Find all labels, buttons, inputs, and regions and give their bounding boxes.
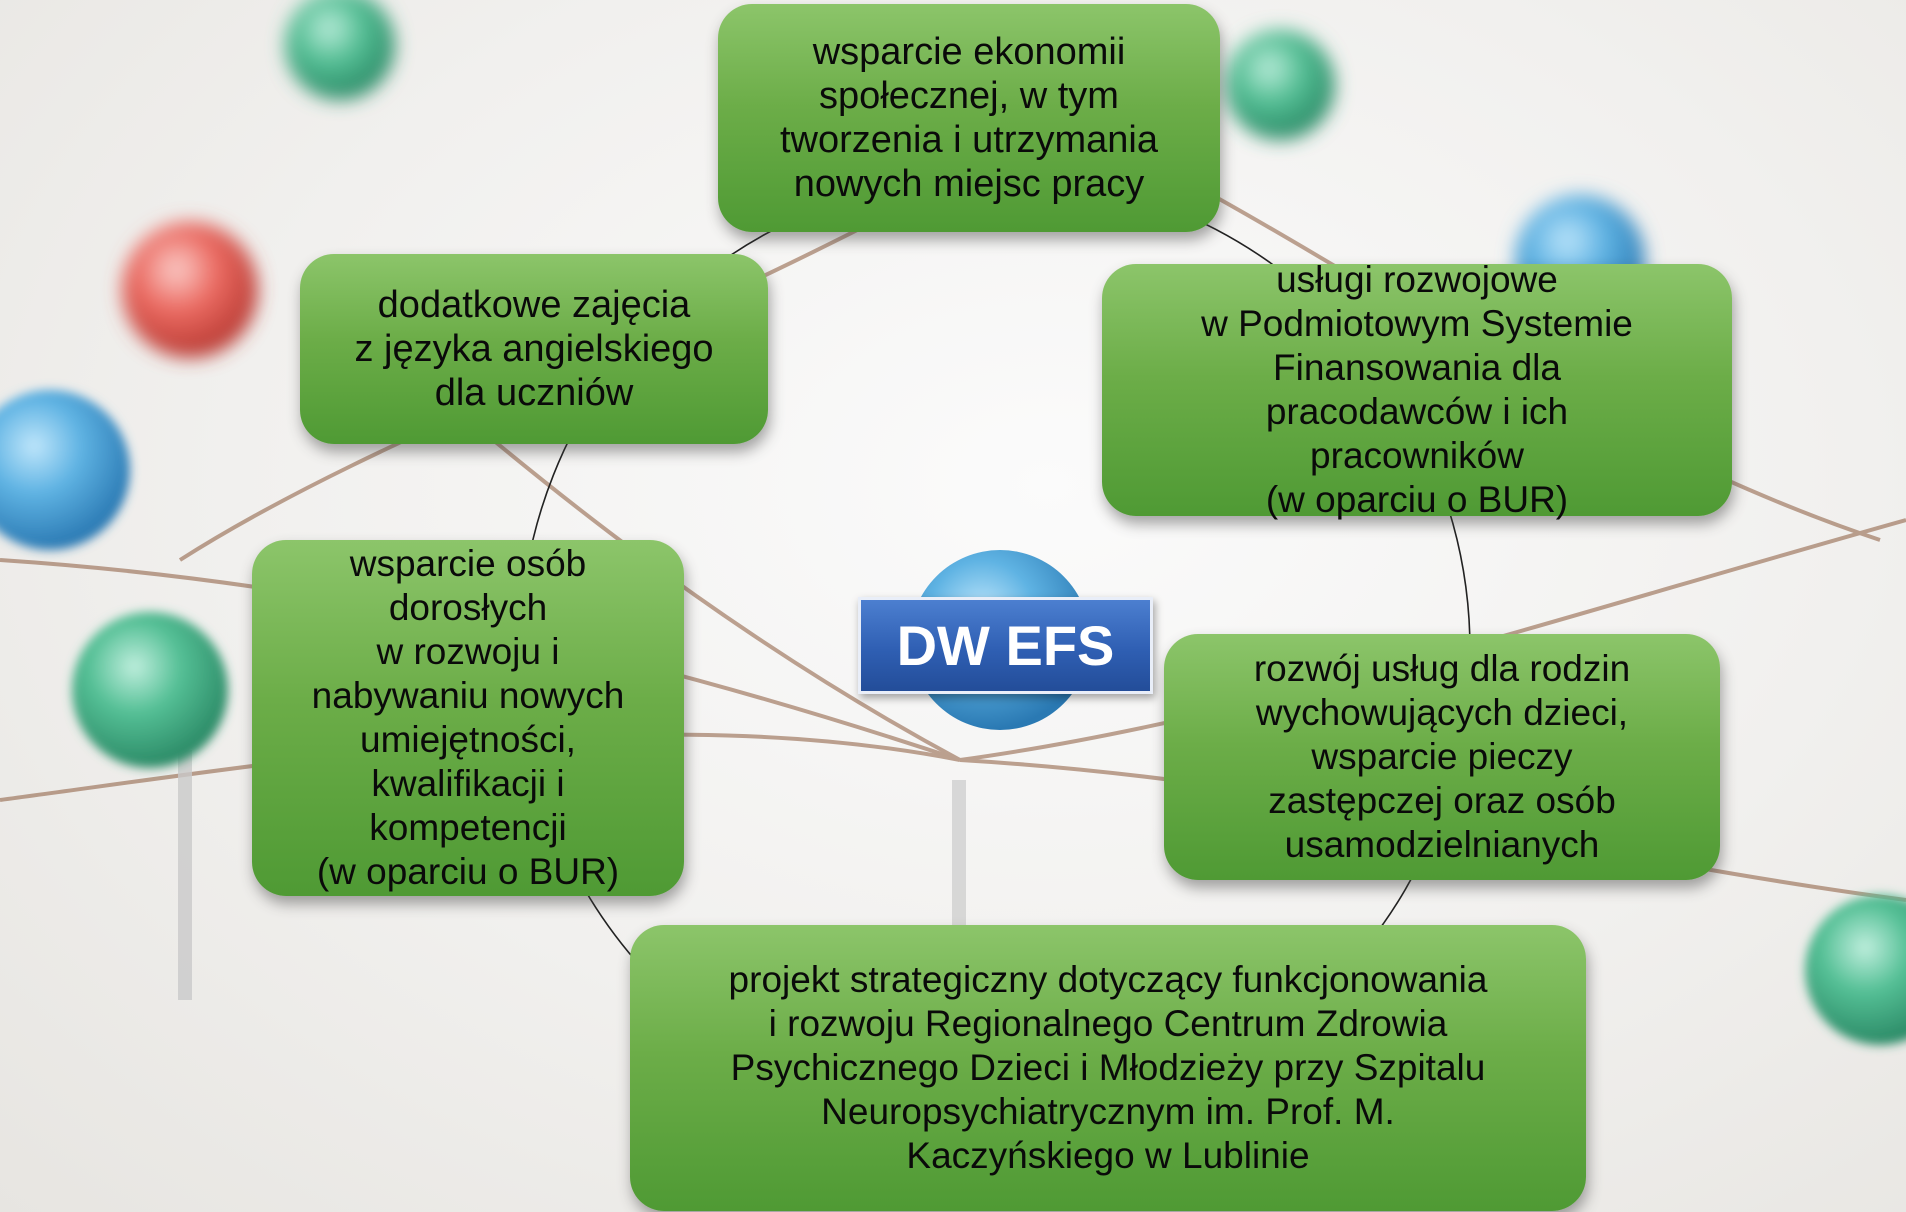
- node-strategic-project: projekt strategiczny dotyczący funkcjono…: [630, 925, 1586, 1211]
- node-development-services: usługi rozwojowe w Podmiotowym Systemie …: [1102, 259, 1732, 520]
- pin-head-green: [72, 612, 228, 768]
- node-family-services: rozwój usług dla rodzin wychowujących dz…: [1164, 634, 1720, 880]
- center-label: DW EFS: [858, 597, 1153, 694]
- node-social-economy: wsparcie ekonomii społecznej, w tym twor…: [718, 4, 1220, 232]
- pin-needle: [952, 780, 966, 930]
- pin-head-blue: [0, 390, 130, 550]
- pin-head-green: [285, 0, 395, 100]
- node-english-classes: dodatkowe zajęcia z języka angielskiego …: [300, 254, 768, 444]
- pin-needle: [178, 750, 192, 1000]
- node-adult-skills: wsparcie osób dorosłych w rozwoju i naby…: [252, 540, 684, 896]
- pin-head-red: [122, 222, 258, 358]
- pin-head-green: [1225, 30, 1335, 140]
- pin-head-green: [1805, 895, 1906, 1045]
